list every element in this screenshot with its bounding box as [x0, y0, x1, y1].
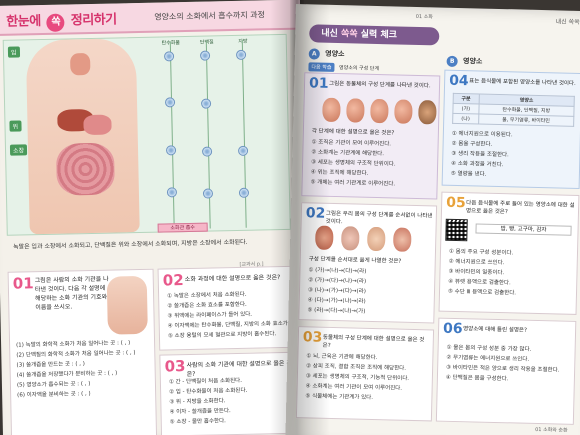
section-b-heading: B 영양소	[446, 55, 483, 68]
digestive-system-icon	[392, 227, 412, 252]
summary-header: 한눈에 쏙 정리하기 영양소의 소화에서 흡수까지 과정	[0, 0, 301, 36]
choice-list: ① 뇌, 근육은 기관에 해당한다. ② 상피 조직, 결합 조직은 조직에 해…	[305, 351, 409, 404]
page-footer: 01 소화와 순환	[535, 426, 568, 434]
question-number: 05	[445, 194, 466, 212]
question-number: 03	[164, 357, 186, 376]
cell-icon	[322, 97, 341, 123]
banner-part-b: 실력 체크	[360, 29, 398, 41]
question-subtext: 구성 단계를 순서대로 옳게 나열한 것은?	[308, 256, 402, 265]
choice-item[interactable]: (6) 이자액을 분비하는 곳 : ( , )	[17, 391, 91, 399]
flow-column-protein	[205, 39, 240, 229]
question-01: 01 그림은 사람의 소화 기관을 나타낸 것이다. 다음 각 설명에 해당하는…	[7, 268, 158, 435]
banner-part-a: 내신	[321, 28, 338, 40]
digestive-system-figure	[106, 275, 148, 335]
choice-list: ① 에너지원으로 이용된다. ② 몸을 구성한다. ③ 생리 작용을 조절한다.…	[451, 129, 513, 180]
table-cell: 물, 무기염류, 바이타민	[478, 113, 574, 127]
tissue-icon	[346, 98, 365, 123]
title-part-b: 정리하기	[70, 12, 117, 29]
question-04-panel: 04 표는 음식물에 포함된 영양소를 나타낸 것이다. 구분 영양소 (가) …	[441, 69, 580, 189]
qr-code-icon[interactable]	[445, 218, 468, 242]
question-06: 06 영양소에 대해 틀린 설명은? ① 물은 몸의 구성 성분 중 가장 많다…	[435, 317, 577, 425]
section-label: 영양소	[325, 49, 345, 59]
question-number: 04	[448, 72, 469, 90]
section-a-heading: A 영양소	[308, 48, 345, 60]
absorption-box: 소화관 흡수	[157, 222, 208, 233]
question-number: 01	[308, 75, 329, 92]
food-list-box: 밥, 빵, 고구마, 감자	[475, 223, 572, 236]
page-mark: 내신 쏙쏙	[555, 18, 580, 26]
banner-highlight: 쏙쏙	[340, 29, 358, 40]
mouth-organ-icon	[70, 52, 91, 76]
choice-list: (1) 녹말의 화학적 소화가 처음 일어나는 곳 : ( , ) (2) 단백…	[16, 338, 136, 400]
question-05: 05 다음 음식물에 주로 들어 있는 영양소에 대한 설명으로 옳은 것은? …	[438, 191, 580, 315]
right-page: 01 소화 내신 쏙쏙 내신 쏙쏙 실력 체크 A 영양소 다음 학습 영양소의…	[285, 4, 580, 435]
question-number: 03	[302, 329, 323, 346]
label-small-intestine: 소장	[9, 144, 28, 156]
tissue-icon	[340, 226, 360, 251]
section-letter: A	[308, 48, 320, 60]
choice-item[interactable]: ⑤ 수단 Ⅲ 용액으로 검출한다.	[447, 288, 517, 297]
question-text: 그림은 동물체의 구성 단계를 나타낸 것이다.	[328, 80, 431, 90]
stomach-icon	[315, 225, 334, 250]
study-tag-text: 영양소의 구성 단계	[338, 65, 380, 73]
question-text: 다음 음식물에 주로 들어 있는 영양소에 대한 설명으로 옳은 것은?	[465, 200, 575, 216]
table-row: (나) 물, 무기염류, 바이타민	[452, 113, 574, 127]
section-banner: 내신 쏙쏙 실력 체크	[309, 24, 440, 46]
organization-levels-figure	[315, 225, 412, 252]
diagram-caption: 녹말은 입과 소장에서 소화되고, 단백질은 위와 소장에서 소화되며, 지방은…	[12, 238, 248, 251]
organization-levels-figure	[322, 97, 437, 125]
body-icon	[366, 226, 386, 252]
label-stomach: 위	[9, 120, 22, 132]
table-cell: (가)	[452, 103, 479, 114]
question-02-right: 02 그림은 우리 몸의 구성 단계를 순서없이 나타낸 것이다. 구성 단계를…	[298, 202, 438, 324]
choice-item[interactable]: ⑤ 개체는 여러 기관계로 이루어진다.	[310, 179, 396, 188]
chapter-header: 01 소화	[415, 13, 433, 21]
question-number: 02	[305, 205, 326, 222]
flow-column-carb	[169, 40, 204, 230]
choice-item[interactable]: ⑤ 열량을 낸다.	[450, 170, 487, 178]
question-02: 02 소화 과정에 대한 설명으로 옳은 것은? ① 녹말은 소장에서 처음 소…	[157, 265, 309, 351]
question-01-panel: 01 그림은 동물체의 구성 단계를 나타낸 것이다. 각 단계에 대한 설명으…	[301, 72, 441, 200]
question-03: 03 사람의 소화 기관에 대한 설명으로 옳은 것은? ① 간 - 단백질이 …	[159, 351, 302, 435]
question-number: 06	[442, 320, 463, 338]
section-label: 영양소	[462, 57, 483, 66]
table-cell: (나)	[452, 113, 479, 124]
question-subtext: 각 단계에 대한 설명으로 옳은 것은?	[311, 128, 395, 137]
title-badge: 쏙	[46, 13, 65, 32]
body-illustration	[25, 38, 140, 235]
organ-icon	[370, 98, 389, 124]
summary-title: 한눈에 쏙 정리하기	[6, 8, 117, 32]
organ-system-icon	[394, 99, 413, 124]
choice-item[interactable]: ⑤ 소장 - 물만 흡수한다.	[169, 418, 226, 426]
title-part-a: 한눈에	[6, 14, 41, 30]
stomach-organ-icon	[83, 114, 112, 136]
question-text: 표는 음식물에 포함된 영양소를 나타낸 것이다.	[469, 78, 576, 87]
choice-list: ① 조직은 기관이 모여 이루어진다. ② 소화계는 기관계에 해당한다. ③ …	[311, 137, 397, 189]
intestine-organ-icon	[55, 142, 115, 196]
summary-subtitle: 영양소의 소화에서 흡수까지 과정	[154, 10, 266, 22]
table-header-cell: 구분	[453, 93, 480, 104]
choice-list: ① (가)→(나)→(다)→(라) ② (가)→(다)→(나)→(라) ③ (나…	[307, 265, 366, 316]
choice-item[interactable]: ⑤ (라)→(다)→(나)→(가)	[307, 307, 366, 315]
flow-column-fat	[241, 39, 276, 228]
question-text: 동물체의 구성 단계에 대한 설명으로 옳은 것은?	[322, 334, 425, 349]
choice-list: ① 간 - 단백질이 처음 소화된다. ② 입 - 탄수화물이 처음 소화된다.…	[169, 376, 248, 428]
choice-list: ① 몸의 주요 구성 성분이다. ② 에너지원으로 쓰인다. ③ 바이타민의 일…	[448, 247, 517, 299]
question-03-right: 03 동물체의 구성 단계에 대한 설명으로 옳은 것은? ① 뇌, 근육은 기…	[295, 326, 435, 422]
question-text: 영양소에 대해 틀린 설명은?	[463, 326, 527, 334]
label-mouth: 입	[7, 46, 20, 58]
question-text: 소화 과정에 대한 설명으로 옳은 것은?	[184, 274, 281, 284]
question-number: 02	[162, 271, 184, 290]
study-tag-row: 다음 학습 영양소의 구성 단계	[308, 62, 379, 73]
individual-icon	[418, 100, 437, 125]
choice-list: ① 물은 몸의 구성 성분 중 가장 많다. ② 무기염류는 에너지원으로 쓰인…	[446, 343, 560, 386]
question-text: 그림은 사람의 소화 기관을 나타낸 것이다. 다음 각 설명에 해당하는 소화…	[34, 275, 109, 312]
study-tag: 다음 학습	[308, 62, 335, 72]
digestion-diagram: 입 위 소장 탄수화물 단백질 지방 소화관 흡수	[2, 33, 291, 236]
section-letter: B	[446, 55, 458, 67]
nutrient-table: 구분 영양소 (가) 탄수화물, 단백질, 지방 (나) 물, 무기염류, 바이…	[452, 93, 575, 127]
left-page: 한눈에 쏙 정리하기 영양소의 소화에서 흡수까지 과정 입 위 소장 탄수화물…	[0, 0, 310, 435]
question-number: 01	[12, 274, 34, 293]
